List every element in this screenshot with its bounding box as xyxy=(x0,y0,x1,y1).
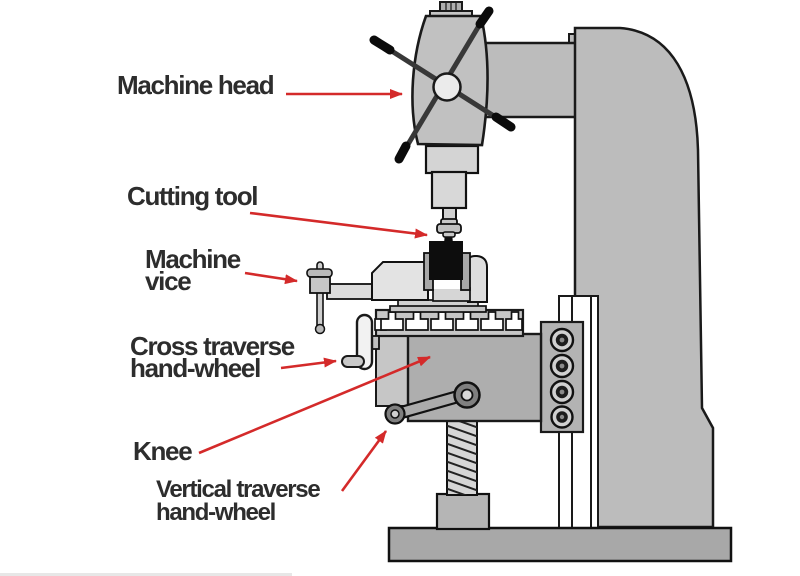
arrow-vertical-traverse xyxy=(340,430,388,492)
label-cross-traverse-line1: Cross traverse xyxy=(130,331,295,361)
label-machine-head: Machine head xyxy=(117,70,275,100)
bottom-edge-artifact xyxy=(0,573,292,576)
label-cutting-tool: Cutting tool xyxy=(127,181,259,211)
label-machine-vice-line1: Machine xyxy=(145,244,241,274)
machine-head xyxy=(369,1,516,164)
label-vertical-traverse-line2: hand-wheel xyxy=(156,499,276,526)
arrow-cross-traverse xyxy=(280,357,337,370)
label-knee-text: Knee xyxy=(133,436,193,466)
machine-vice xyxy=(306,252,488,335)
t-slot-table xyxy=(374,308,525,338)
gib-plate xyxy=(539,320,585,434)
vertical-traverse-crank xyxy=(384,381,481,425)
overarm xyxy=(479,33,580,119)
label-machine-head-text: Machine head xyxy=(117,70,275,100)
workpiece xyxy=(429,241,463,280)
column xyxy=(573,26,715,529)
elevating-screw xyxy=(446,417,478,496)
label-machine-vice-line2: vice xyxy=(145,266,192,296)
arrow-knee xyxy=(198,355,431,455)
gib-bolts xyxy=(549,327,575,429)
collet xyxy=(436,218,462,238)
label-vertical-traverse-line1: Vertical traverse xyxy=(156,476,321,503)
saddle xyxy=(375,333,409,407)
label-cross-traverse-line2: hand-wheel xyxy=(130,353,261,383)
label-machine-vice: Machine vice xyxy=(145,244,241,296)
arrow-machine-vice xyxy=(244,271,298,285)
cross-traverse-hand-wheel xyxy=(341,313,380,371)
vice-handle xyxy=(306,261,378,335)
label-cross-traverse: Cross traverse hand-wheel xyxy=(130,331,295,383)
label-vertical-traverse: Vertical traverse hand-wheel xyxy=(156,476,321,526)
arrow-cutting-tool xyxy=(249,211,428,239)
pedestal xyxy=(435,492,491,531)
head-cross-handle xyxy=(369,6,516,164)
label-knee: Knee xyxy=(133,436,193,466)
callout-arrows xyxy=(198,89,431,492)
label-cutting-tool-text: Cutting tool xyxy=(127,181,259,211)
cross-traverse-crank-handle xyxy=(341,355,365,368)
base xyxy=(387,526,733,563)
spindle xyxy=(424,144,480,238)
